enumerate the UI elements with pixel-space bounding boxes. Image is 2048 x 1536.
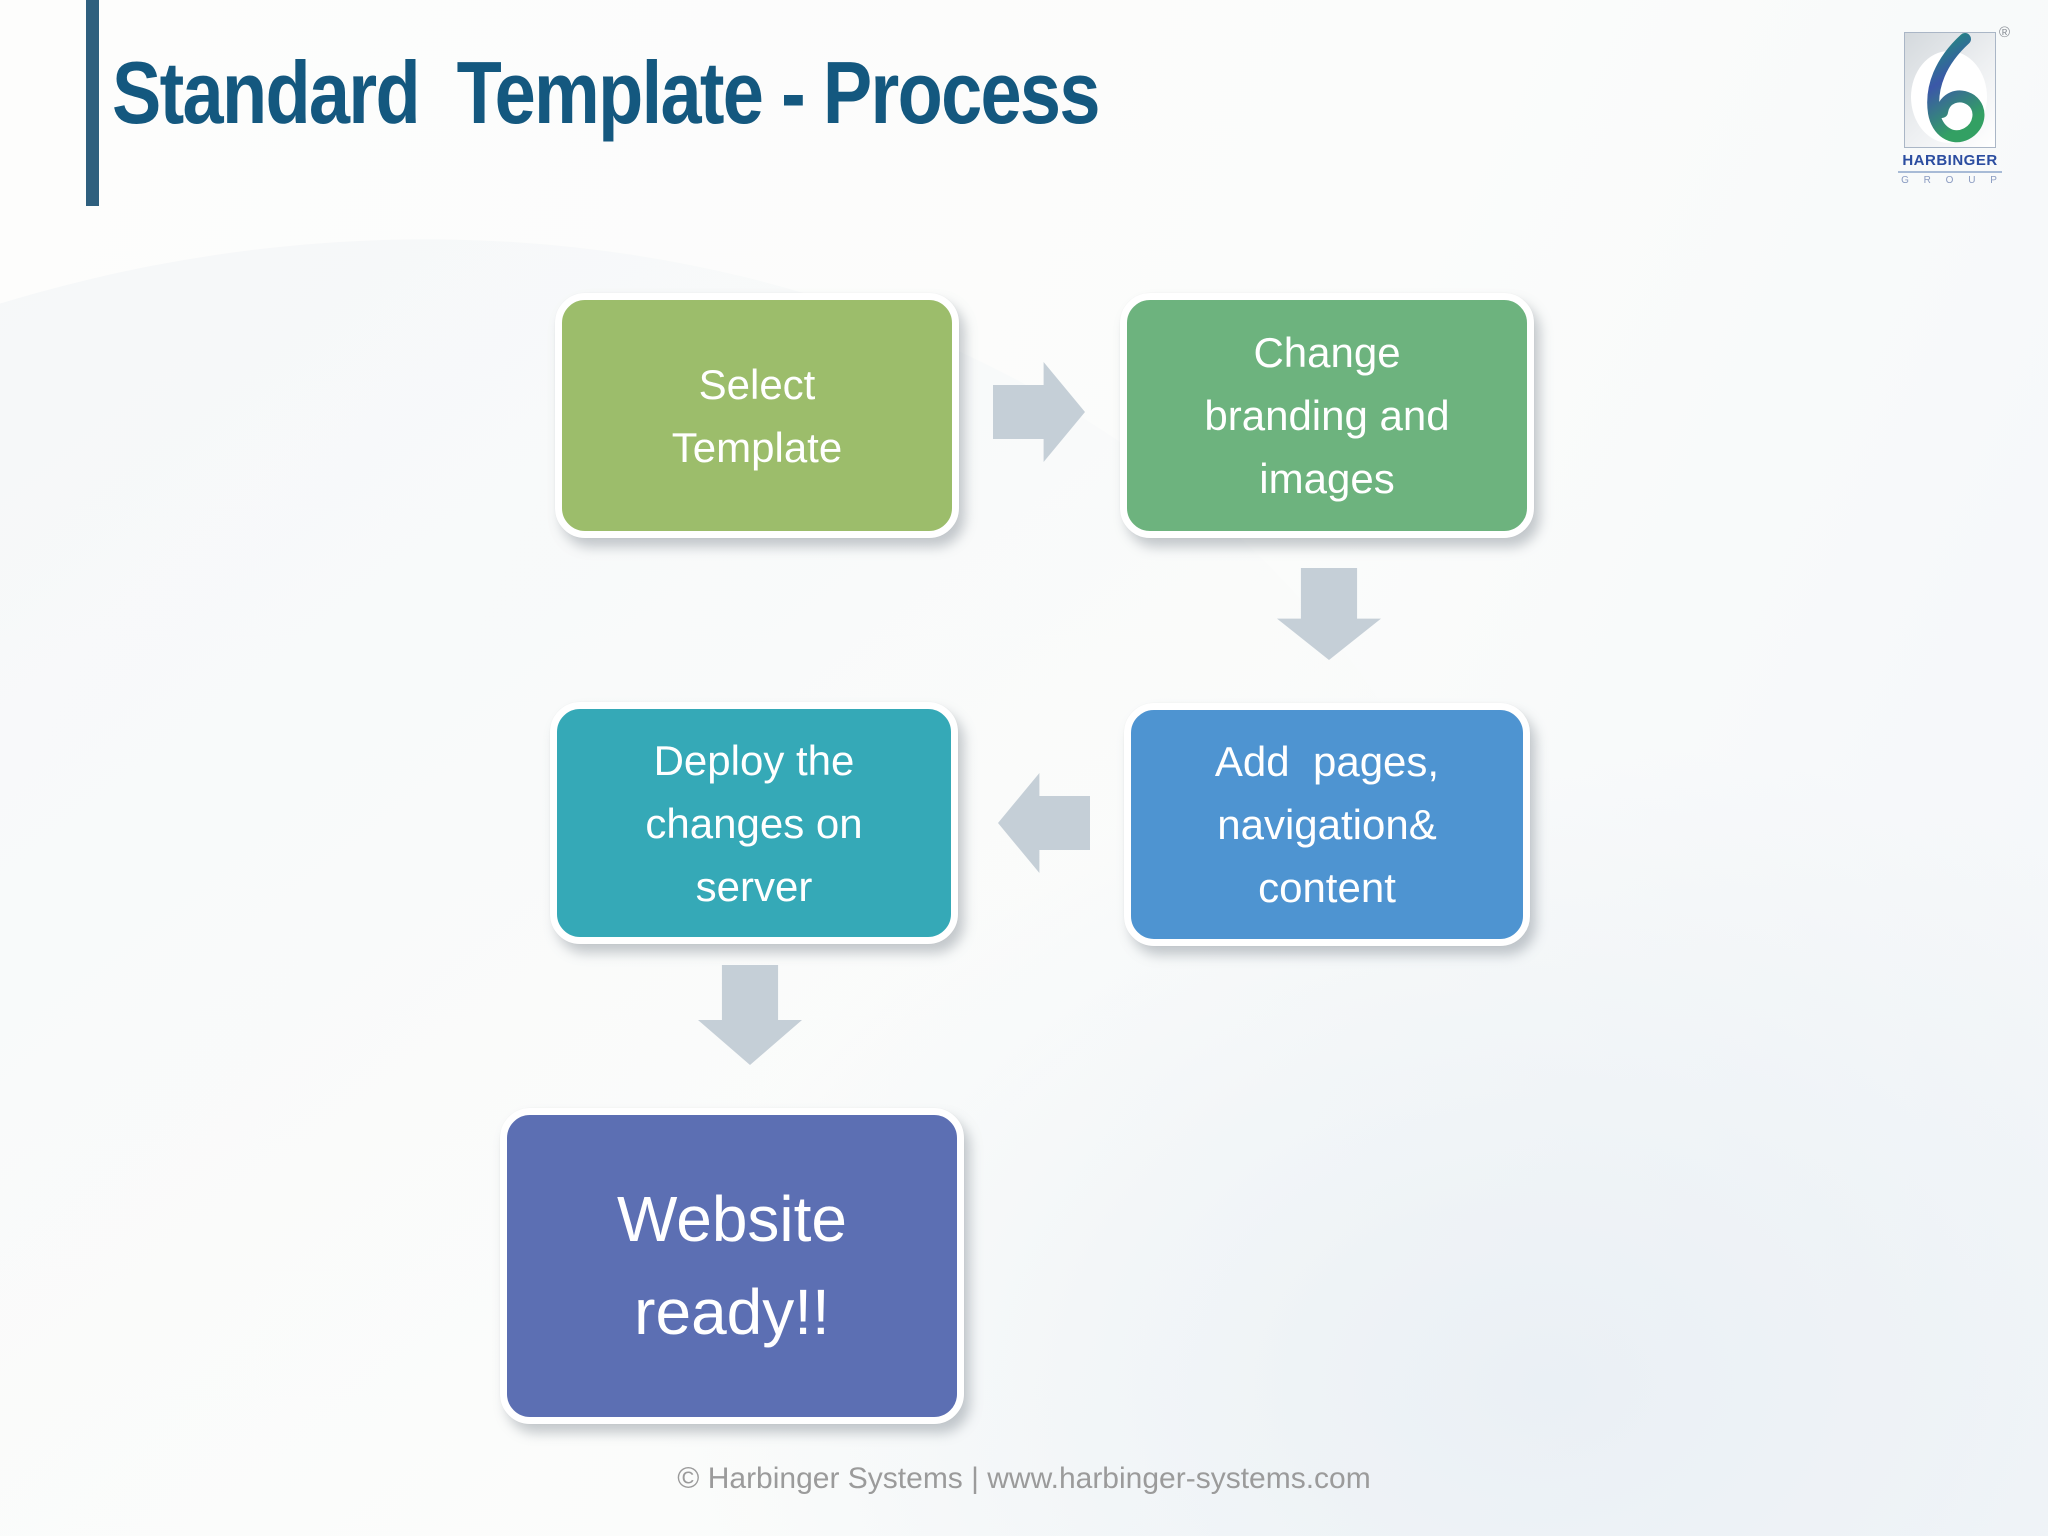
harbinger-swirl-icon bbox=[1904, 32, 1996, 148]
logo-divider bbox=[1898, 171, 2002, 173]
arrow-down-icon bbox=[1277, 568, 1381, 660]
arrow-left-icon bbox=[998, 773, 1090, 873]
flow-step-add-pages: Add pages, navigation& content bbox=[1124, 703, 1530, 946]
registered-trademark-icon: ® bbox=[1998, 24, 2010, 41]
arrow-right-icon bbox=[993, 362, 1085, 462]
flow-step-website-ready: Website ready!! bbox=[500, 1108, 964, 1424]
title-accent-bar bbox=[86, 0, 99, 206]
logo-brand-text: HARBINGER bbox=[1902, 152, 1998, 169]
arrow-down-icon bbox=[698, 965, 802, 1065]
flow-step-change-branding: Change branding and images bbox=[1120, 293, 1534, 538]
page-title: Standard Template - Process bbox=[112, 43, 1100, 142]
flow-step-deploy-changes: Deploy the changes on server bbox=[550, 702, 958, 944]
footer-copyright: © Harbinger Systems | www.harbinger-syst… bbox=[677, 1462, 1371, 1495]
harbinger-group-logo: ® HARBINGER G R O U P bbox=[1894, 24, 2010, 186]
logo-group-text: G R O U P bbox=[1901, 175, 2003, 186]
flow-step-select-template: Select Template bbox=[555, 293, 959, 538]
